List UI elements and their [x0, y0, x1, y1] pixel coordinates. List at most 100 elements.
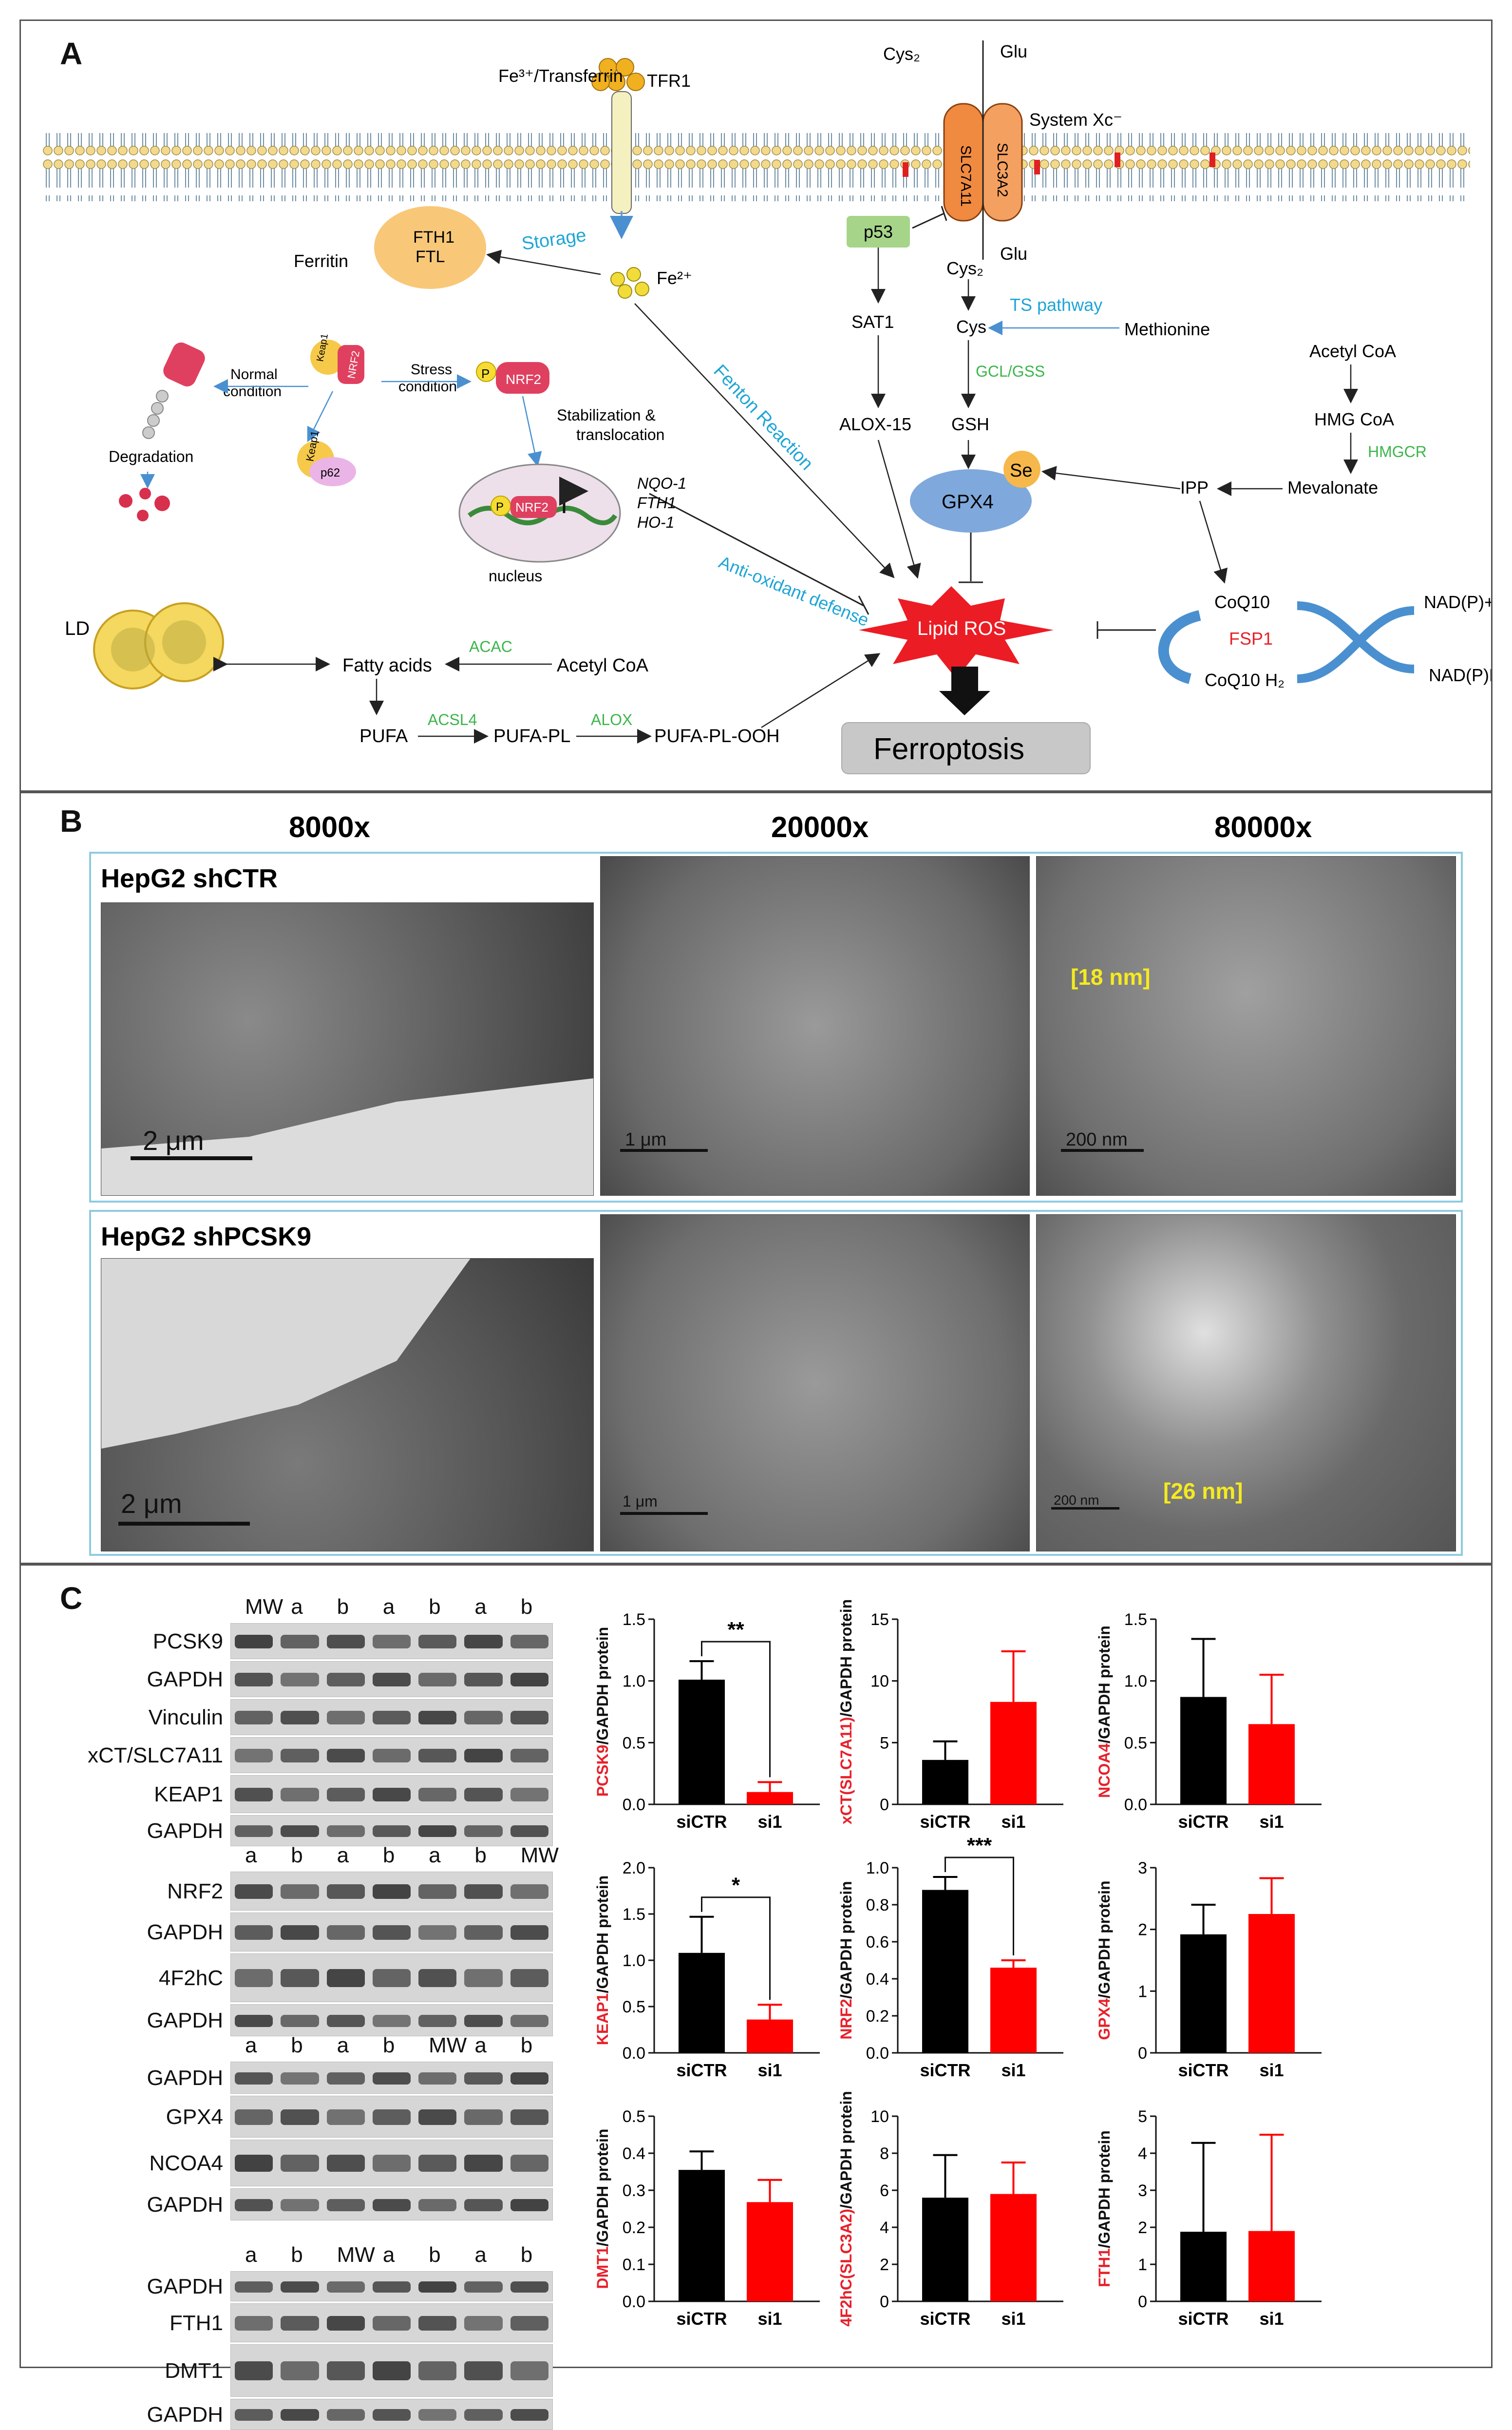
y-tick-label: 2 — [1138, 1921, 1147, 1939]
svg-text:HMG CoA: HMG CoA — [1314, 409, 1394, 429]
row-title-shctr: HepG2 shCTR — [101, 864, 278, 893]
blot-band — [235, 2155, 273, 2172]
svg-text:CoQ10: CoQ10 — [1214, 592, 1270, 612]
y-tick-label: 0.5 — [623, 1734, 645, 1752]
blot-band — [372, 1673, 411, 1686]
pathway-diagram: Fe³⁺/Transferrin TFR1 SLC7A11 SLC3A2 Cys… — [43, 40, 1491, 774]
blot-row-label: GPX4 — [166, 2105, 223, 2129]
category-label: siCTR — [1178, 2060, 1228, 2080]
gap-label: [18 nm] — [1071, 964, 1151, 990]
blot-band — [281, 1969, 319, 1987]
blot-band — [372, 2409, 411, 2421]
blot-lane-label: b — [382, 1843, 395, 1867]
y-axis-label: NRF2/GAPDH protein — [837, 1881, 855, 2039]
svg-text:FSP1: FSP1 — [1229, 629, 1273, 649]
bar — [1248, 2231, 1295, 2301]
blot-band — [281, 1884, 319, 1899]
blot-band — [326, 1749, 365, 1762]
blot-lane-label: b — [382, 2033, 395, 2057]
y-tick-label: 1.5 — [1124, 1610, 1147, 1629]
y-tick-label: 2 — [880, 2256, 889, 2274]
y-tick-label: 0 — [880, 1796, 889, 1814]
blot-lane-label: a — [474, 2033, 487, 2057]
gap-label: [26 nm] — [1163, 1478, 1243, 1504]
blot-strip — [230, 2188, 553, 2220]
blot-band — [326, 1925, 365, 1940]
svg-text:Anti-oxidant defense: Anti-oxidant defense — [716, 552, 872, 630]
svg-text:Ferroptosis: Ferroptosis — [873, 732, 1024, 766]
svg-text:GCL/GSS: GCL/GSS — [976, 363, 1045, 380]
bar — [1180, 1697, 1227, 1804]
scale-bar-label: 1 μm — [625, 1129, 667, 1150]
category-label: siCTR — [1178, 2309, 1228, 2329]
bar — [1180, 1934, 1227, 2053]
y-tick-label: 4 — [880, 2219, 889, 2237]
blot-strip — [230, 1661, 553, 1697]
blot-row-label: 4F2hC — [158, 1966, 223, 1990]
blot-lane-label: a — [291, 1595, 303, 1619]
y-axis-label: KEAP1/GAPDH protein — [594, 1875, 611, 2045]
blot-band — [281, 2109, 319, 2125]
y-tick-label: 0.4 — [866, 1970, 889, 1989]
blot-row-label: GAPDH — [147, 2066, 223, 2090]
y-axis-label: PCSK9/GAPDH protein — [594, 1627, 611, 1797]
blot-band — [281, 1673, 319, 1686]
blot-band — [372, 2072, 411, 2085]
blot-lane-label: b — [337, 1595, 349, 1619]
blot-band — [464, 1749, 503, 1762]
blot-band — [372, 2015, 411, 2027]
blot-band — [235, 2015, 273, 2027]
svg-text:CoQ10 H₂: CoQ10 H₂ — [1205, 670, 1285, 690]
blot-band — [235, 1749, 273, 1762]
blot-strip — [230, 2303, 553, 2342]
blot-lane-label: MW — [429, 2033, 467, 2057]
blot-band — [510, 2361, 548, 2380]
svg-text:ALOX-15: ALOX-15 — [839, 414, 911, 434]
svg-text:Stress: Stress — [411, 362, 452, 378]
y-tick-label: 6 — [880, 2181, 889, 2200]
blot-band — [418, 1884, 457, 1899]
em-image-shpcsk9-8000x: 2 μm — [101, 1258, 594, 1551]
svg-text:SLC7A11: SLC7A11 — [958, 145, 974, 207]
blot-row-label: FTH1 — [170, 2311, 223, 2335]
significance-bracket — [701, 1896, 771, 2000]
blot-strip — [230, 1623, 553, 1659]
svg-text:p53: p53 — [864, 222, 893, 242]
blot-band — [235, 1787, 273, 1802]
significance-bracket — [945, 1856, 1014, 1955]
blot-band — [326, 2281, 365, 2293]
blot-band — [418, 1825, 457, 1837]
svg-text:nucleus: nucleus — [489, 567, 542, 585]
blot-strip — [230, 1953, 553, 2002]
svg-text:P: P — [496, 500, 504, 514]
blot-band — [235, 2316, 273, 2331]
svg-text:ALOX: ALOX — [591, 711, 632, 728]
blot-band — [510, 1787, 548, 1802]
blot-band — [510, 1825, 548, 1837]
y-axis-label: xCT(SLC7A11)/GAPDH protein — [837, 1599, 855, 1824]
svg-text:GSH: GSH — [951, 414, 989, 434]
category-label: siCTR — [676, 1812, 727, 1832]
svg-text:NAD(P)H: NAD(P)H — [1429, 665, 1491, 685]
lipid-droplet-icon — [93, 602, 224, 689]
category-label: siCTR — [676, 2309, 727, 2329]
blot-row-label: Vinculin — [148, 1705, 223, 1729]
blot-row-label: NCOA4 — [149, 2151, 223, 2175]
svg-text:p62: p62 — [321, 466, 340, 479]
svg-text:LD: LD — [65, 618, 90, 639]
blot-band — [326, 1673, 365, 1686]
bar — [1180, 2232, 1227, 2301]
blot-band — [372, 2316, 411, 2331]
category-label: siCTR — [920, 2060, 970, 2080]
blot-band — [464, 2281, 503, 2293]
blot-band — [418, 2409, 457, 2421]
blot-band — [281, 2409, 319, 2421]
blot-band — [326, 2199, 365, 2211]
blot-band — [510, 2199, 548, 2211]
svg-text:Cys₂: Cys₂ — [946, 258, 983, 278]
category-label: si1 — [757, 2309, 782, 2329]
y-tick-label: 0.0 — [1124, 1796, 1147, 1814]
blot-band — [235, 1673, 273, 1686]
svg-text:IPP: IPP — [1180, 478, 1209, 497]
blot-row-label: GAPDH — [147, 2009, 223, 2032]
